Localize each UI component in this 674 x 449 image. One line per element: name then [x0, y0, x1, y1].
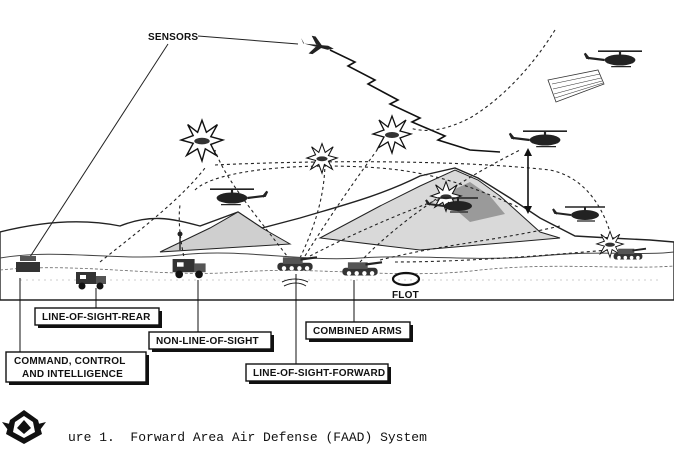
sensors-label: SENSORS	[148, 32, 198, 43]
label-box-los-forward: LINE-OF-SIGHT-FORWARD	[245, 363, 391, 384]
svg-text:LINE-OF-SIGHT-REAR: LINE-OF-SIGHT-REAR	[42, 312, 151, 323]
svg-text:COMMAND, CONTROL: COMMAND, CONTROL	[14, 356, 126, 367]
engagement-trajectories	[99, 29, 611, 263]
svg-text:LINE-OF-SIGHT-FORWARD: LINE-OF-SIGHT-FORWARD	[253, 368, 385, 379]
label-box-combined-arms: COMBINED ARMS	[305, 321, 413, 342]
sensors-leader	[197, 35, 299, 45]
label-box-los-rear: LINE-OF-SIGHT-REAR	[34, 307, 162, 328]
caption-fragment: ure 1.	[68, 430, 115, 445]
sensors-ground-leader	[27, 43, 169, 261]
explosion-icon	[180, 119, 224, 162]
figure-caption: ure 1. Forward Area Air Defense (FAAD) S…	[68, 430, 427, 445]
radar-beam	[547, 69, 605, 103]
logo-emblem-icon	[2, 410, 46, 444]
label-box-command-control: COMMAND, CONTROL AND INTELLIGENCE	[5, 351, 149, 385]
explosion-icon	[306, 143, 338, 174]
radar-icon	[16, 256, 40, 272]
helicopter-icon	[552, 206, 606, 222]
svg-text:AND INTELLIGENCE: AND INTELLIGENCE	[22, 369, 123, 380]
data-link-zigzag	[329, 49, 501, 153]
label-box-nlos: NON-LINE-OF-SIGHT	[148, 331, 274, 352]
jet-aircraft-icon	[301, 35, 334, 55]
flot-marker	[391, 271, 421, 287]
helicopter-icon	[583, 50, 644, 68]
helicopter-icon	[508, 130, 569, 148]
flot-label: FLOT	[392, 290, 419, 301]
explosion-icon	[372, 115, 412, 154]
svg-text:NON-LINE-OF-SIGHT: NON-LINE-OF-SIGHT	[156, 336, 259, 347]
caption-title: Forward Area Air Defense (FAAD) System	[130, 430, 427, 445]
svg-text:COMBINED ARMS: COMBINED ARMS	[313, 326, 402, 337]
